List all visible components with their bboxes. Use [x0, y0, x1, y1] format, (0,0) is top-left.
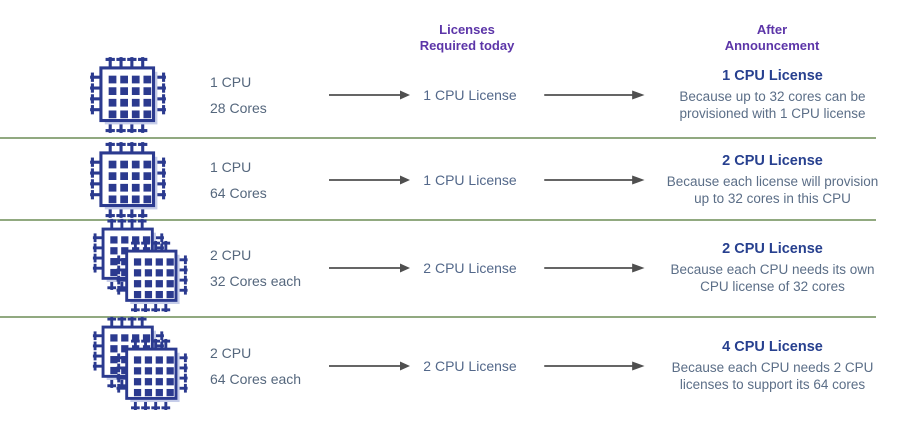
row-divider	[0, 137, 876, 139]
arrow-right-icon	[328, 89, 411, 101]
column-header-licenses-required-today: Licenses Required today	[392, 22, 542, 54]
arrow-right-icon	[543, 89, 646, 101]
arrow-right-icon	[543, 262, 646, 274]
header-line: Licenses	[439, 22, 495, 37]
arrow-cell	[328, 141, 412, 219]
header-line: Required today	[419, 38, 515, 53]
after-license-description: Because each CPU needs its own CPU licen…	[670, 262, 875, 294]
after-license-title: 4 CPU License	[722, 339, 823, 355]
after-license-title: 1 CPU License	[722, 68, 823, 84]
row-1-cpu-28-cores: 1 CPU 28 Cores 1 CPU License 1 CPU Licen…	[0, 52, 914, 138]
cpu-count-label: 2 CPU	[210, 247, 252, 263]
chip-cell	[68, 141, 188, 219]
arrow-cell	[543, 52, 647, 138]
core-count-label: 64 Cores each	[210, 371, 302, 387]
arrow-cell	[543, 141, 647, 219]
arrow-cell	[328, 318, 412, 414]
chip-cell	[68, 52, 188, 138]
arrow-cell	[328, 52, 412, 138]
license-today-label: 2 CPU License	[423, 260, 517, 276]
chip-cell	[82, 316, 202, 414]
after-announcement-cell: 2 CPU License Because each CPU needs its…	[645, 221, 900, 315]
cpu-description: 1 CPU 64 Cores	[210, 141, 350, 219]
cpu-description: 2 CPU 64 Cores each	[210, 318, 350, 414]
arrow-cell	[543, 318, 647, 414]
stacked-cpu-chips-icon	[92, 218, 188, 312]
arrow-cell	[328, 221, 412, 315]
after-license-description: Because up to 32 cores can be provisione…	[679, 89, 866, 121]
license-today-cell: 2 CPU License	[410, 318, 530, 414]
header-line: After	[756, 22, 788, 37]
after-announcement-cell: 4 CPU License Because each CPU needs 2 C…	[645, 318, 900, 414]
after-announcement-cell: 2 CPU License Because each license will …	[645, 141, 900, 219]
core-count-label: 64 Cores	[210, 185, 267, 201]
cpu-count-label: 1 CPU	[210, 159, 252, 175]
column-header-after-announcement: After Announcement	[692, 22, 852, 54]
cpu-description: 1 CPU 28 Cores	[210, 52, 350, 138]
arrow-right-icon	[543, 174, 646, 186]
chip-cell	[82, 218, 202, 315]
arrow-right-icon	[328, 360, 411, 372]
row-2-cpu-64-cores: 1 CPU 64 Cores 1 CPU License 2 CPU Licen…	[0, 141, 914, 219]
header-line: Announcement	[724, 38, 820, 53]
cpu-count-label: 2 CPU	[210, 345, 252, 361]
core-count-label: 28 Cores	[210, 100, 267, 116]
license-today-label: 2 CPU License	[423, 358, 517, 374]
cpu-count-label: 1 CPU	[210, 74, 252, 90]
core-count-label: 32 Cores each	[210, 273, 302, 289]
row-divider	[0, 219, 876, 221]
arrow-right-icon	[328, 174, 411, 186]
row-2-cpu-32-cores-each: 2 CPU 32 Cores each 2 CPU License 2 CPU …	[0, 218, 914, 315]
arrow-right-icon	[328, 262, 411, 274]
cpu-chip-icon	[90, 57, 166, 133]
row-divider	[0, 316, 876, 318]
cpu-description: 2 CPU 32 Cores each	[210, 221, 350, 315]
cpu-chip-icon	[90, 142, 166, 218]
after-license-description: Because each CPU needs 2 CPU licenses to…	[671, 360, 874, 392]
license-today-cell: 1 CPU License	[410, 141, 530, 219]
license-today-label: 1 CPU License	[423, 172, 517, 188]
license-today-cell: 2 CPU License	[410, 221, 530, 315]
after-license-title: 2 CPU License	[722, 241, 823, 257]
arrow-cell	[543, 221, 647, 315]
row-2-cpu-64-cores-each: 2 CPU 64 Cores each 2 CPU License 4 CPU …	[0, 316, 914, 414]
after-announcement-cell: 1 CPU License Because up to 32 cores can…	[645, 52, 900, 138]
license-today-cell: 1 CPU License	[410, 52, 530, 138]
license-today-label: 1 CPU License	[423, 87, 517, 103]
after-license-description: Because each license will provision up t…	[666, 174, 879, 206]
stacked-cpu-chips-icon	[92, 316, 188, 410]
after-license-title: 2 CPU License	[722, 153, 823, 169]
arrow-right-icon	[543, 360, 646, 372]
